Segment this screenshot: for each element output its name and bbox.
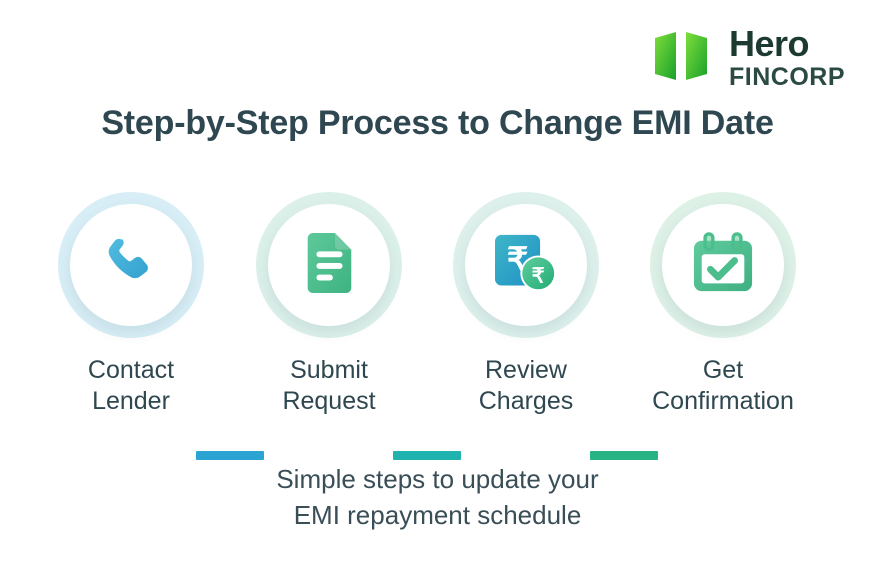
brand-wordmark: Hero FINCORP xyxy=(729,26,845,90)
footer-note: Simple steps to update your EMI repaymen… xyxy=(0,462,875,534)
rupee-charges-icon: ₹ ₹ xyxy=(493,232,559,299)
step-4-get-confirmation xyxy=(650,192,796,338)
step-3-label-line1: Review xyxy=(485,356,567,384)
process-flow: ₹ ₹ xyxy=(0,192,875,460)
brand-logo: Hero FINCORP xyxy=(653,26,845,90)
brand-name-fincorp: FINCORP xyxy=(729,63,845,91)
step-1-label: Contact Lender xyxy=(31,355,231,417)
step-4-label: Get Confirmation xyxy=(623,355,823,417)
step-1-label-line1: Contact xyxy=(87,356,175,384)
step-1-contact-lender xyxy=(58,192,204,338)
hero-fincorp-logo-mark xyxy=(653,30,715,87)
step-4-label-line2: Confirmation xyxy=(652,387,794,415)
step-1-label-line2: Lender xyxy=(92,387,170,415)
step-2-label-line2: Request xyxy=(282,387,376,415)
step-3-review-charges: ₹ ₹ xyxy=(453,192,599,338)
page-title: Step-by-Step Process to Change EMI Date xyxy=(101,104,774,142)
step-3-label: Review Charges xyxy=(426,355,626,417)
footer-note-line2: EMI repayment schedule xyxy=(293,499,582,530)
step-4-label-line1: Get xyxy=(702,356,744,384)
step-2-label-line1: Submit xyxy=(290,356,368,384)
document-icon xyxy=(301,232,357,299)
connector-2 xyxy=(393,451,461,460)
step-labels: Contact Lender Submit Request Review Cha… xyxy=(0,355,875,425)
step-2-submit-request xyxy=(256,192,402,338)
step-3-label-line2: Charges xyxy=(478,387,574,415)
step-2-label: Submit Request xyxy=(229,355,429,417)
step-3-disc: ₹ ₹ xyxy=(465,204,587,326)
footer-note-line1: Simple steps to update your xyxy=(276,464,599,494)
connector-3 xyxy=(590,451,658,460)
phone-icon xyxy=(101,233,161,298)
step-1-disc xyxy=(70,204,192,326)
brand-name-hero: Hero xyxy=(729,23,810,64)
step-4-disc xyxy=(662,204,784,326)
connector-1 xyxy=(196,451,264,460)
svg-text:₹: ₹ xyxy=(532,264,545,287)
step-2-disc xyxy=(268,204,390,326)
calendar-check-icon xyxy=(691,231,755,299)
